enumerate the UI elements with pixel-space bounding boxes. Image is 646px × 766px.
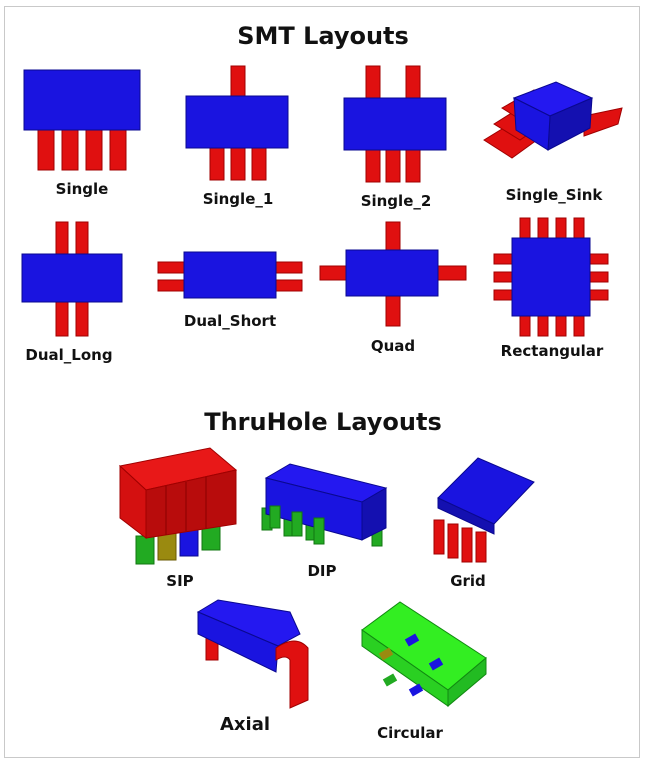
label-quad: Quad [370, 337, 416, 355]
label-single-1: Single_1 [202, 190, 274, 208]
dual-long-layout-icon [21, 221, 123, 337]
label-axial: Axial [219, 714, 271, 735]
label-dual-short: Dual_Short [183, 312, 277, 330]
single-2-layout-icon [343, 65, 447, 183]
label-single: Single [55, 180, 109, 198]
rectangular-layout-icon [493, 217, 609, 337]
thruhole-section-title: ThruHole Layouts [204, 408, 442, 436]
quad-layout-icon [319, 221, 467, 327]
label-rectangular: Rectangular [500, 342, 604, 360]
circular-layout-icon [361, 601, 487, 708]
single-sink-layout-icon [483, 81, 623, 159]
axial-layout-icon [196, 599, 309, 709]
single-1-layout-icon [185, 65, 289, 181]
label-single-2: Single_2 [360, 192, 432, 210]
label-dual-long: Dual_Long [25, 346, 113, 364]
label-sip: SIP [166, 572, 194, 590]
grid-layout-icon [433, 457, 535, 563]
dual-short-layout-icon [157, 251, 303, 299]
label-grid: Grid [450, 572, 486, 590]
label-single-sink: Single_Sink [505, 186, 603, 204]
label-circular: Circular [377, 724, 443, 742]
dip-layout-icon [261, 463, 388, 547]
smt-section-title: SMT Layouts [237, 22, 409, 50]
sip-layout-icon [118, 447, 238, 565]
single-layout-icon [23, 69, 141, 171]
label-dip: DIP [307, 562, 337, 580]
